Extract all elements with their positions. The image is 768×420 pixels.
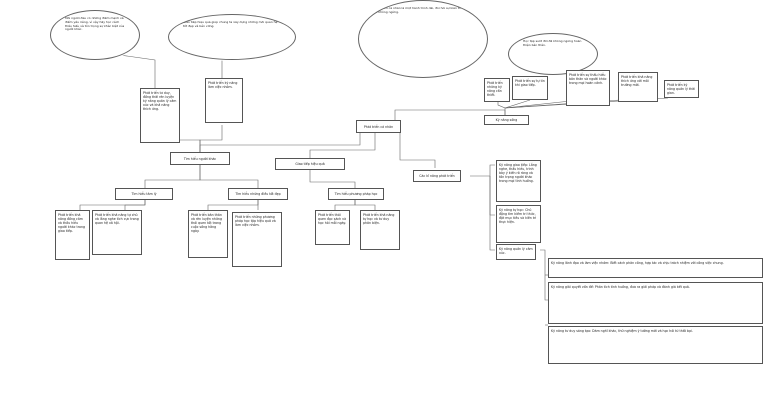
branch-top[interactable]: Kỹ năng sống xyxy=(484,115,529,125)
cloud-note-3: Phát triển cá nhân là một hành trình dài… xyxy=(358,0,488,78)
note-top-2-text: Phát triển sự tự tin khi giao tiếp. xyxy=(515,79,545,87)
note-bottom-1-text: Kỹ năng lãnh đạo và làm việc nhóm: Biết … xyxy=(551,261,724,265)
cloud-note-1-text: Mỗi người đều có những điểm mạnh và điểm… xyxy=(65,17,125,32)
leaf-mid-a2-text: Phát triển những phương pháp học tập hiệ… xyxy=(235,215,276,227)
cloud-note-3-text: Phát triển cá nhân là một hành trình dài… xyxy=(373,7,471,14)
leaf-mid-a2: Phát triển những phương pháp học tập hiệ… xyxy=(232,212,282,267)
note-right-1-text: Kỹ năng giao tiếp: Lắng nghe, thấu hiểu,… xyxy=(499,163,537,183)
sub-mid-b[interactable]: Tìm hiểu phương pháp học xyxy=(328,188,384,200)
leaf-left-a1-text: Phát triển khả năng đồng cảm và thấu hiể… xyxy=(58,213,85,233)
note-mid-1-text: Phát triển tư duy, đồng thời rèn luyện k… xyxy=(143,91,177,111)
branch-left[interactable]: Tìm hiểu người khác xyxy=(170,152,230,165)
leaf-mid-b1-text: Phát triển thói quen đọc sách và học hỏi… xyxy=(318,213,347,225)
central-topic-label: Phát triển cá nhân xyxy=(363,124,394,129)
note-bottom-3-text: Kỹ năng tư duy sáng tạo: Dám nghĩ khác, … xyxy=(551,329,693,333)
note-top-3-text: Phát triển sự thấu hiểu bản thân và ngườ… xyxy=(569,73,607,85)
note-mid-2-text: Phát triển kỹ năng làm việc nhóm. xyxy=(208,81,238,89)
leaf-mid-a1: Phát triển bản thân và rèn luyện những t… xyxy=(188,210,228,258)
sub-left-a-label: Tìm hiểu tâm lý xyxy=(131,192,157,196)
note-right-3-text: Kỹ năng quản lý cảm xúc. xyxy=(499,247,533,255)
leaf-mid-a1-text: Phát triển bản thân và rèn luyện những t… xyxy=(191,213,222,233)
note-top-3: Phát triển sự thấu hiểu bản thân và ngườ… xyxy=(566,70,610,106)
central-topic[interactable]: Phát triển cá nhân xyxy=(356,120,401,133)
cloud-note-2: Giao tiếp hiệu quả giúp chúng ta xây dựn… xyxy=(168,14,296,60)
note-mid-1: Phát triển tư duy, đồng thời rèn luyện k… xyxy=(140,88,180,143)
cloud-note-2-text: Giao tiếp hiệu quả giúp chúng ta xây dựn… xyxy=(183,21,278,28)
branch-top-label: Kỹ năng sống xyxy=(495,118,518,122)
leaf-left-a2: Phát triển khả năng tự chủ và lắng nghe … xyxy=(92,210,142,255)
note-right-3: Kỹ năng quản lý cảm xúc. xyxy=(496,244,536,260)
note-right-2-text: Kỹ năng tự học: Chủ động tìm kiếm tri th… xyxy=(499,208,537,224)
note-right-2: Kỹ năng tự học: Chủ động tìm kiếm tri th… xyxy=(496,205,541,243)
cloud-note-4-text: Học tập suốt đời để không ngừng hoàn thi… xyxy=(523,40,582,47)
branch-middle[interactable]: Giao tiếp hiệu quả xyxy=(275,158,345,170)
note-top-1: Phát triển những kỹ năng cần thiết. xyxy=(484,78,510,102)
note-bottom-2-text: Kỹ năng giải quyết vấn đề: Phân tích tìn… xyxy=(551,285,690,289)
leaf-mid-b1: Phát triển thói quen đọc sách và học hỏi… xyxy=(315,210,350,245)
cloud-note-4: Học tập suốt đời để không ngừng hoàn thi… xyxy=(508,33,598,75)
leaf-mid-b2-text: Phát triển khả năng tự học và tư duy phả… xyxy=(363,213,395,225)
note-top-1-text: Phát triển những kỹ năng cần thiết. xyxy=(487,81,503,97)
note-bottom-1: Kỹ năng lãnh đạo và làm việc nhóm: Biết … xyxy=(548,258,763,278)
sub-mid-a[interactable]: Tìm hiểu những điều tốt đẹp xyxy=(228,188,288,200)
note-right-1: Kỹ năng giao tiếp: Lắng nghe, thấu hiểu,… xyxy=(496,160,541,202)
note-bottom-3: Kỹ năng tư duy sáng tạo: Dám nghĩ khác, … xyxy=(548,326,763,364)
note-top-4: Phát triển khả năng thích ứng với môi tr… xyxy=(618,72,658,102)
note-top-5-text: Phát triển kỹ năng quản lý thời gian. xyxy=(667,83,695,95)
branch-left-label: Tìm hiểu người khác xyxy=(183,156,217,161)
branch-middle-label: Giao tiếp hiệu quả xyxy=(295,162,325,166)
cloud-note-1: Mỗi người đều có những điểm mạnh và điểm… xyxy=(50,10,140,60)
note-top-2: Phát triển sự tự tin khi giao tiếp. xyxy=(512,76,548,100)
sub-left-a[interactable]: Tìm hiểu tâm lý xyxy=(115,188,173,200)
note-mid-2: Phát triển kỹ năng làm việc nhóm. xyxy=(205,78,243,123)
note-top-4-text: Phát triển khả năng thích ứng với môi tr… xyxy=(621,75,653,87)
branch-right-label: Các kĩ năng phát triển xyxy=(419,174,455,178)
branch-right[interactable]: Các kĩ năng phát triển xyxy=(413,170,461,182)
leaf-mid-b2: Phát triển khả năng tự học và tư duy phả… xyxy=(360,210,400,250)
note-bottom-2: Kỹ năng giải quyết vấn đề: Phân tích tìn… xyxy=(548,282,763,324)
leaf-left-a2-text: Phát triển khả năng tự chủ và lắng nghe … xyxy=(95,213,139,225)
sub-mid-a-label: Tìm hiểu những điều tốt đẹp xyxy=(235,192,281,196)
note-top-5: Phát triển kỹ năng quản lý thời gian. xyxy=(664,80,699,98)
sub-mid-b-label: Tìm hiểu phương pháp học xyxy=(334,192,378,196)
leaf-left-a1: Phát triển khả năng đồng cảm và thấu hiể… xyxy=(55,210,90,260)
